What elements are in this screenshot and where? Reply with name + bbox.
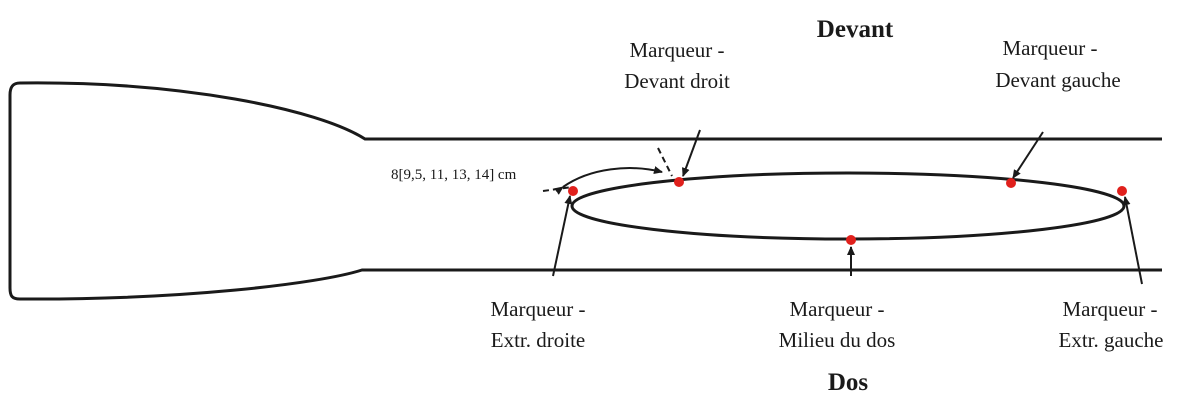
pointer-front-right	[682, 129, 701, 177]
label-mid-back-line2: Milieu du dos	[779, 328, 896, 352]
marker-dot-extr-right	[568, 186, 578, 196]
measurement-tick-right	[657, 147, 673, 177]
opening-ellipse	[570, 171, 1126, 241]
label-extr-left-line2: Extr. gauche	[1059, 328, 1164, 352]
pointer-extr-right	[552, 195, 573, 277]
label-front-left-line2: Devant gauche	[995, 68, 1120, 92]
label-mid-back-line1: Marqueur -	[789, 297, 884, 321]
marker-dot-mid-back	[846, 235, 856, 245]
pointer-front-left	[1012, 131, 1044, 179]
measurement-label: 8[9,5, 11, 13, 14] cm	[391, 167, 517, 183]
label-extr-left-line1: Marqueur -	[1062, 297, 1157, 321]
measurement-tick-left	[542, 186, 573, 192]
garment-outline-top	[8, 81, 1162, 141]
marker-dot-extr-left	[1117, 186, 1127, 196]
label-extr-right-line2: Extr. droite	[491, 328, 585, 352]
label-front-right-line1: Marqueur -	[629, 38, 724, 62]
heading-back: Dos	[828, 369, 869, 396]
garment-outline-bottom	[8, 268, 1162, 301]
label-front-left-line1: Marqueur -	[1002, 36, 1097, 60]
marker-dot-front-right	[674, 177, 684, 187]
measurement-arc	[554, 166, 663, 195]
label-front-right-line2: Devant droit	[624, 69, 730, 93]
label-extr-right-line1: Marqueur -	[490, 297, 585, 321]
heading-front: Devant	[817, 16, 894, 43]
marker-dot-front-left	[1006, 178, 1016, 188]
pointer-extr-left	[1122, 196, 1143, 285]
